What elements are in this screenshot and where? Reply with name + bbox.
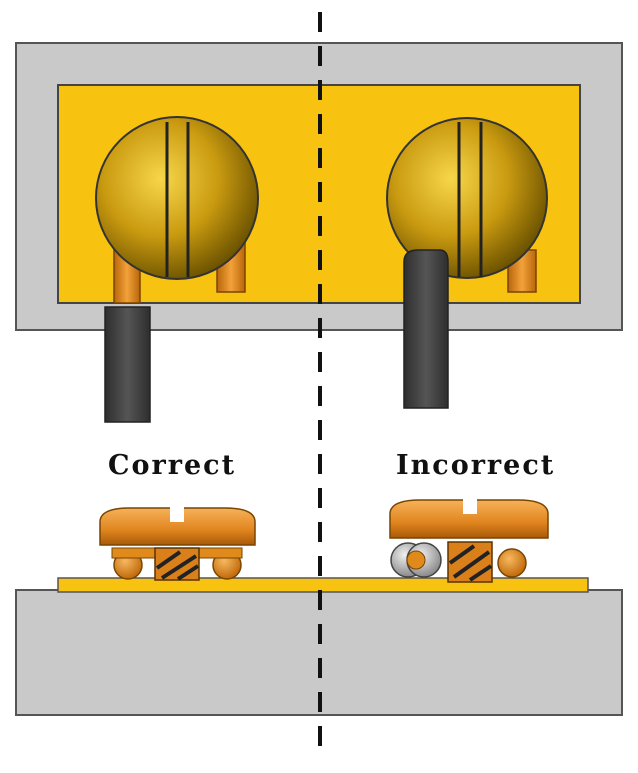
screw-head-icon	[386, 117, 548, 279]
wire-insulation	[104, 306, 151, 423]
correct-side-view	[99, 505, 256, 581]
copper-wire-section	[497, 548, 527, 578]
incorrect-side-view	[389, 497, 549, 583]
screw-head-icon	[99, 507, 256, 546]
incorrect-top-view	[386, 117, 548, 409]
correct-label: Correct	[108, 450, 237, 481]
screw-head-icon	[389, 499, 549, 539]
correct-top-view	[95, 116, 259, 423]
screw-head-icon	[95, 116, 259, 280]
wire-insulation	[403, 249, 449, 409]
incorrect-label: Incorrect	[396, 450, 556, 481]
